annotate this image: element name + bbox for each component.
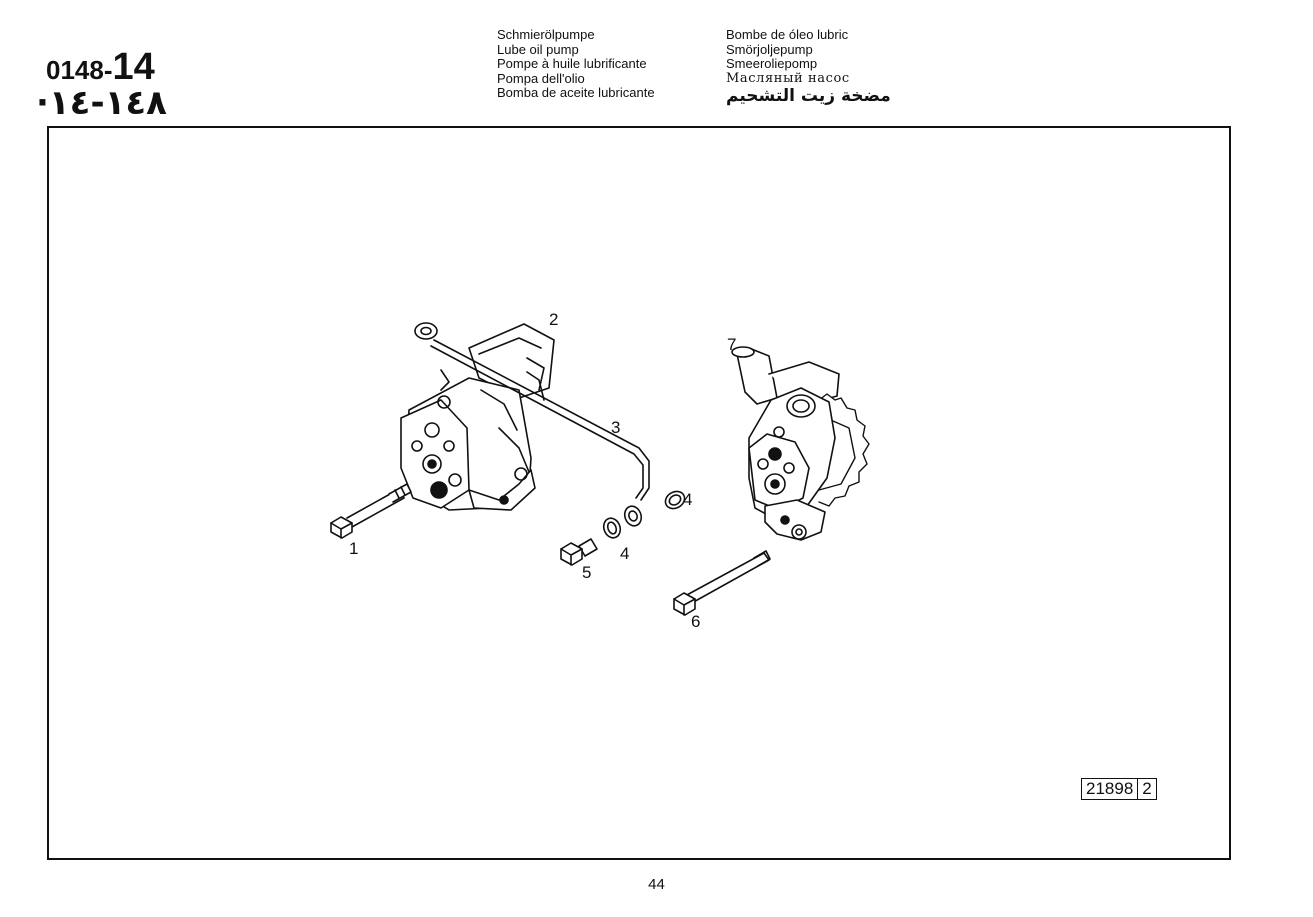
callout-4b: 4 bbox=[620, 544, 630, 563]
bolt-part-1 bbox=[330, 483, 412, 539]
title-column-1: Schmierölpumpe Lube oil pump Pompe à hui… bbox=[497, 27, 655, 101]
title-italian: Pompa dell'olio bbox=[497, 70, 585, 86]
section-code: 0148-14 bbox=[46, 48, 155, 86]
reference-number-box: 21898 2 bbox=[1081, 778, 1157, 800]
title-swedish: Smörjoljepump bbox=[726, 41, 813, 57]
section-code-arabic: ·١٤٨-١٤ bbox=[36, 83, 167, 123]
oil-pump-assembly-part-7 bbox=[731, 346, 870, 541]
callout-7: 7 bbox=[727, 335, 737, 354]
diagram-frame: 2 3 1 4 4 5 6 7 21898 2 bbox=[47, 126, 1231, 860]
bolt-part-6 bbox=[673, 550, 771, 616]
section-code-prefix: 0148- bbox=[46, 55, 113, 85]
title-english: Lube oil pump bbox=[497, 41, 579, 57]
page-number: 44 bbox=[648, 876, 665, 893]
title-german: Schmierölpumpe bbox=[497, 27, 595, 42]
reference-number: 21898 bbox=[1086, 779, 1134, 798]
exploded-view-drawing bbox=[330, 322, 870, 616]
reference-revision: 2 bbox=[1137, 779, 1155, 799]
callout-4a: 4 bbox=[683, 490, 693, 509]
seal-ring-part-4b bbox=[602, 517, 622, 539]
title-russian: Масляный насос bbox=[726, 70, 850, 86]
title-french: Pompe à huile lubrificante bbox=[497, 56, 647, 71]
callout-1: 1 bbox=[349, 539, 359, 558]
oil-pipe-part-3 bbox=[414, 322, 650, 527]
pump-housing-part-2 bbox=[400, 323, 555, 511]
title-portuguese: Bombe de óleo lubric bbox=[726, 27, 849, 42]
section-code-suffix: 14 bbox=[112, 46, 155, 88]
banjo-bolt-part-5 bbox=[560, 538, 598, 566]
callout-2: 2 bbox=[549, 310, 559, 329]
title-dutch: Smeeroliepomp bbox=[726, 56, 818, 71]
callout-6: 6 bbox=[691, 612, 701, 631]
title-arabic: مضخة زيت التشحيم bbox=[726, 86, 891, 106]
callout-3: 3 bbox=[611, 418, 621, 437]
title-column-2: Bombe de óleo lubric Smörjoljepump Smeer… bbox=[726, 27, 891, 106]
callout-5: 5 bbox=[582, 563, 592, 582]
title-spanish: Bomba de aceite lubricante bbox=[497, 85, 655, 100]
